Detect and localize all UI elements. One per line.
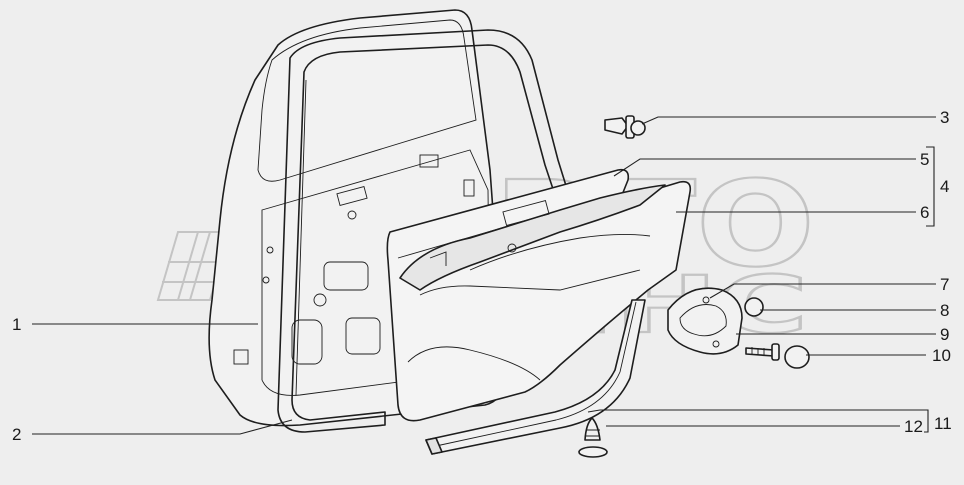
door-seal (277, 29, 573, 433)
callout-9: 9 (940, 325, 949, 344)
callout-labels: 1 2 3 4 5 6 7 8 9 10 11 12 (12, 108, 952, 444)
leader-7 (709, 283, 936, 299)
callout-11: 11 (934, 414, 952, 433)
door-trim-panel (386, 168, 692, 422)
callout-8: 8 (940, 301, 949, 320)
callout-10: 10 (932, 346, 951, 365)
handle-bezel (667, 287, 764, 355)
screw-and-cap (745, 343, 810, 369)
leader-3 (641, 116, 936, 125)
push-clip-12 (578, 417, 608, 458)
callout-12: 12 (904, 417, 923, 436)
leader-11 (587, 409, 926, 413)
bracket-11 (924, 409, 929, 433)
callout-7: 7 (940, 275, 949, 294)
callout-lines (32, 116, 936, 435)
callout-2: 2 (12, 425, 21, 444)
callout-1: 1 (12, 315, 21, 334)
callout-5: 5 (920, 150, 929, 169)
leader-2 (32, 419, 293, 435)
lower-seal-strip (425, 299, 646, 455)
leader-5 (613, 158, 916, 177)
bracket-4 (926, 146, 935, 227)
clip-3 (604, 115, 646, 139)
callout-3: 3 (940, 108, 949, 127)
callout-6: 6 (920, 203, 929, 222)
callout-4: 4 (940, 177, 949, 196)
